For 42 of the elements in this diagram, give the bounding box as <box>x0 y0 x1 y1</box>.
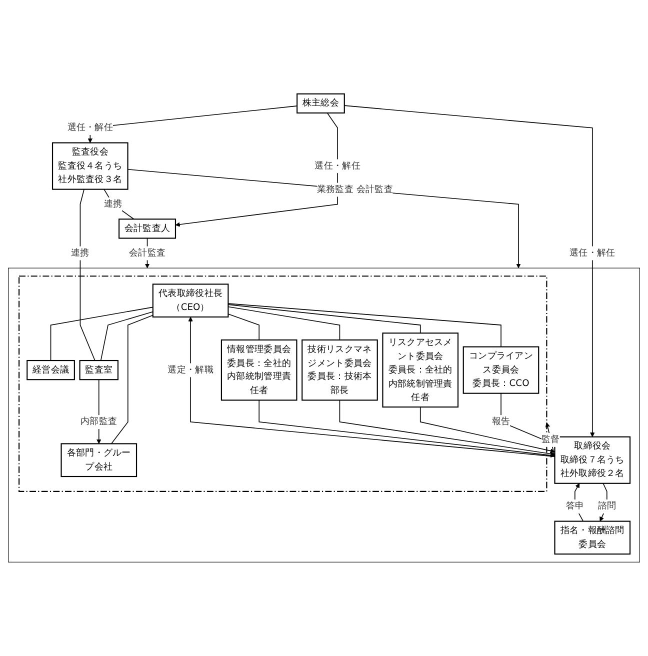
edge-label: 答申 <box>566 500 584 512</box>
edge-label: 業務監査 会計監査 <box>316 184 393 195</box>
edge-label: 諮問 <box>598 500 616 512</box>
edge-label: 選任・解任 <box>570 247 616 258</box>
cluster <box>8 268 640 562</box>
connector <box>104 188 134 220</box>
connector <box>228 314 260 340</box>
arrow <box>175 112 338 227</box>
edge-label: 会計監査 <box>128 247 166 258</box>
connector <box>100 311 154 361</box>
connector <box>110 314 154 444</box>
node-box: 代表取締役社長（CEO） <box>152 284 229 318</box>
arrow <box>344 105 595 438</box>
node-box: 監査室 <box>79 360 118 380</box>
edge-label: 選任・解任 <box>314 160 360 172</box>
edge-label: 内部監査 <box>80 416 118 427</box>
node-box: 監査役会 監査役４名うち社外監査役３名 <box>52 142 128 190</box>
node-box: コンプライアンス委員会 委員長：CCO <box>462 346 540 394</box>
edge-label: 選任・解任 <box>67 122 113 133</box>
node-box: 各部門・グループ会社 <box>60 443 138 478</box>
arrow <box>600 482 608 522</box>
edge-label: 選定・解職 <box>168 364 214 376</box>
connector <box>228 303 502 348</box>
arrow <box>574 483 584 522</box>
node-box: 技術リスクマネジメント委員会 委員長：技術本部長 <box>302 339 378 401</box>
edge-label: 連携 <box>71 247 90 258</box>
node-box: 株主総会 <box>296 93 345 114</box>
edge-label: 連携 <box>104 198 122 210</box>
connector <box>50 306 154 361</box>
edge-label: 報告 <box>492 416 510 427</box>
connector <box>228 304 421 334</box>
arrow <box>339 400 555 456</box>
connector <box>228 306 340 340</box>
edge-label: 監督 <box>542 434 560 445</box>
node-box: 会計監査人 <box>118 218 176 239</box>
arrow <box>258 400 555 458</box>
node-box: 情報管理委員会 委員長：全社的内部統制管理責任者 <box>220 339 298 401</box>
node-box: リスクアセスメント委員会 委員長：全社的内部統制管理責任者 <box>382 332 459 408</box>
connector <box>80 188 96 361</box>
node-box: 経営会議 <box>26 360 75 380</box>
node-box: 指名・報酬諮問委員会 <box>554 520 631 555</box>
arrow <box>420 406 555 454</box>
